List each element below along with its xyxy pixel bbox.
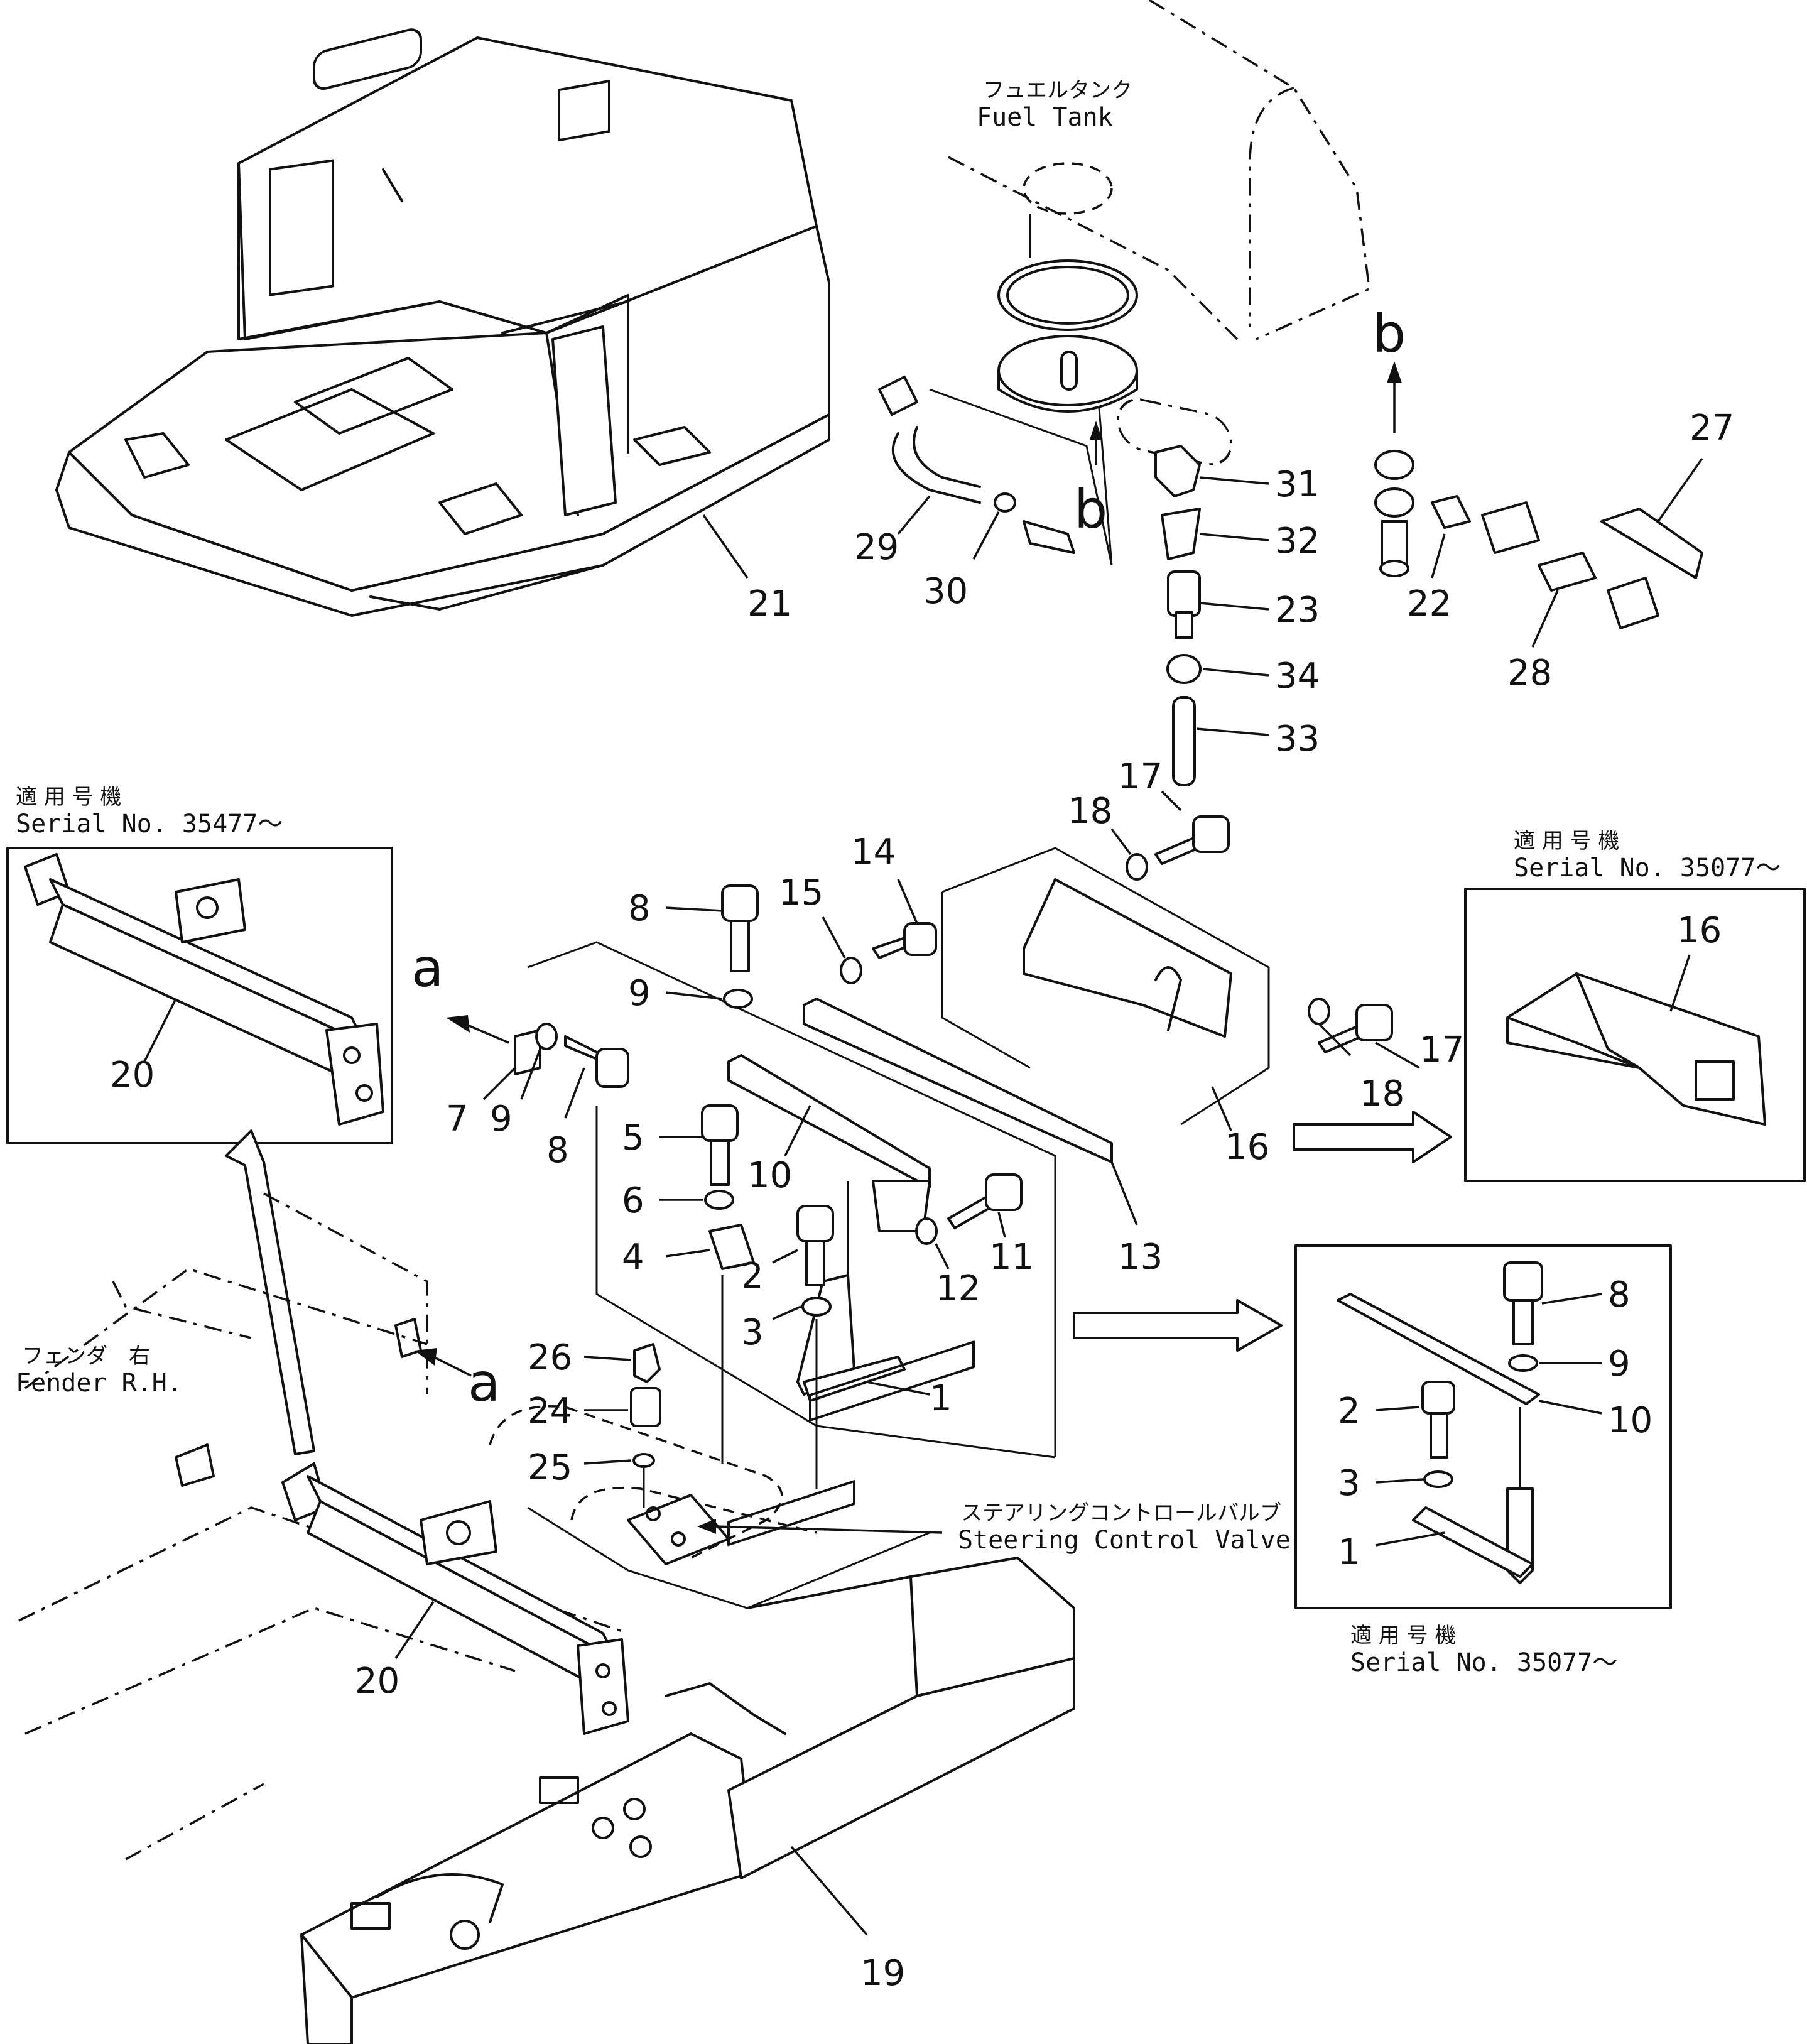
callout-1: 1 <box>930 1378 952 1419</box>
callout-3: 3 <box>741 1312 764 1353</box>
callout-10: 10 <box>747 1155 792 1196</box>
callout-b-tank: b <box>1074 479 1107 540</box>
callout-28: 28 <box>1507 653 1552 693</box>
callout-26: 26 <box>528 1337 572 1378</box>
callout-16: 16 <box>1225 1127 1269 1168</box>
drain-parts: b 22 28 27 <box>1372 303 1734 693</box>
inset-right-bottom-serial-jp: 適 用 号 機 <box>1350 1623 1456 1648</box>
inset-left-serial-en: Serial No. 35477～ <box>16 810 283 839</box>
fasteners-middle: 8 9 9 8 5 6 2 3 14 <box>490 756 1464 1353</box>
steering-valve-label-en: Steering Control Valve <box>958 1526 1291 1555</box>
callout-7: 7 <box>446 1099 469 1139</box>
callout-25: 25 <box>528 1447 572 1488</box>
callout-19: 19 <box>860 1953 905 1994</box>
callout-31: 31 <box>1275 464 1320 505</box>
callout-a-lower: a <box>468 1352 500 1413</box>
callout-15: 15 <box>779 873 823 913</box>
inset-callout-3: 3 <box>1338 1463 1360 1504</box>
inset-left-serial-jp: 適 用 号 機 <box>16 785 121 810</box>
inset-left-arrow <box>225 1129 315 1455</box>
callout-8-upper: 8 <box>628 888 651 929</box>
callout-18-right: 18 <box>1360 1074 1404 1114</box>
fender-label-en: Fender R.H. <box>16 1369 182 1398</box>
inset-callout-8: 8 <box>1608 1275 1631 1315</box>
inset-right-top-serial-en: Serial No. 35077～ <box>1514 854 1781 883</box>
callout-b-drain: b <box>1372 303 1406 364</box>
floor-plate: ステアリングコントロールバルブ Steering Control Valve <box>489 1405 1291 1609</box>
inset-right-top-callout-16: 16 <box>1677 910 1722 951</box>
fender-label-jp: フェンダ 右 <box>22 1344 150 1369</box>
callout-21: 21 <box>747 584 792 624</box>
callout-32: 32 <box>1275 521 1320 562</box>
callout-9-upper: 9 <box>628 973 651 1014</box>
inset-callout-2: 2 <box>1338 1391 1360 1432</box>
fuel-tank-label-jp: フュエルタンク <box>983 78 1132 103</box>
callout-4: 4 <box>622 1237 644 1278</box>
callout-13: 13 <box>1118 1237 1163 1278</box>
callout-12: 12 <box>936 1268 980 1309</box>
callout-27: 27 <box>1690 408 1734 448</box>
inset-callout-9: 9 <box>1608 1344 1631 1384</box>
callout-34: 34 <box>1275 656 1320 697</box>
fuel-tank-label-en: Fuel Tank <box>977 103 1113 132</box>
callout-2: 2 <box>741 1256 764 1297</box>
callout-23: 23 <box>1275 590 1320 631</box>
inset-right-top-serial-jp: 適 用 号 機 <box>1514 829 1619 854</box>
callout-11: 11 <box>989 1237 1034 1278</box>
callout-9-left: 9 <box>490 1099 513 1139</box>
valve-fittings: 26 24 25 <box>528 1275 818 1508</box>
callout-14: 14 <box>851 832 896 873</box>
callout-24: 24 <box>528 1391 572 1432</box>
cab-frame-21: 21 <box>55 28 830 624</box>
callout-17-right: 17 <box>1419 1030 1464 1070</box>
inset-right-bottom-serial-en: Serial No. 35077～ <box>1350 1648 1617 1677</box>
callout-29: 29 <box>854 527 899 568</box>
main-frame-19: 19 <box>300 1340 1075 2044</box>
callout-17-upper: 17 <box>1118 756 1163 797</box>
inset-left-callout-20: 20 <box>110 1055 155 1095</box>
inset-serial-35477: 適 用 号 機 Serial No. 35477～ 20 <box>6 785 393 1144</box>
callout-33: 33 <box>1275 719 1320 759</box>
callout-20: 20 <box>355 1661 399 1702</box>
inset-serial-35077-bottom: 適 用 号 機 Serial No. 35077～ 8 9 10 2 3 1 <box>1294 1244 1672 1677</box>
fuel-parts: 29 30 b <box>854 259 1138 612</box>
steering-valve-label-jp: ステアリングコントロールバルブ <box>961 1501 1281 1526</box>
callout-8-left: 8 <box>546 1130 569 1171</box>
mounting-plates: 16 13 10 1 4 7 a <box>411 847 1270 1459</box>
callout-5: 5 <box>622 1117 644 1158</box>
callout-a-upper: a <box>411 937 443 999</box>
fuel-tank: フュエルタンク Fuel Tank <box>948 0 1370 465</box>
crossmember-20: 20 <box>281 1462 629 1735</box>
inset-right-top-arrow <box>1293 1111 1452 1163</box>
callout-6: 6 <box>622 1180 644 1221</box>
inset-callout-10: 10 <box>1608 1400 1652 1441</box>
callout-30: 30 <box>923 571 968 612</box>
callout-22: 22 <box>1407 584 1452 624</box>
inset-right-bottom-arrow <box>1073 1299 1283 1352</box>
inset-serial-35077-top: 適 用 号 機 Serial No. 35077～ 16 <box>1464 829 1806 1182</box>
inset-callout-1: 1 <box>1338 1532 1360 1573</box>
fuel-line-stack: 31 32 23 34 33 <box>1154 445 1320 786</box>
callout-18-upper: 18 <box>1068 791 1112 832</box>
